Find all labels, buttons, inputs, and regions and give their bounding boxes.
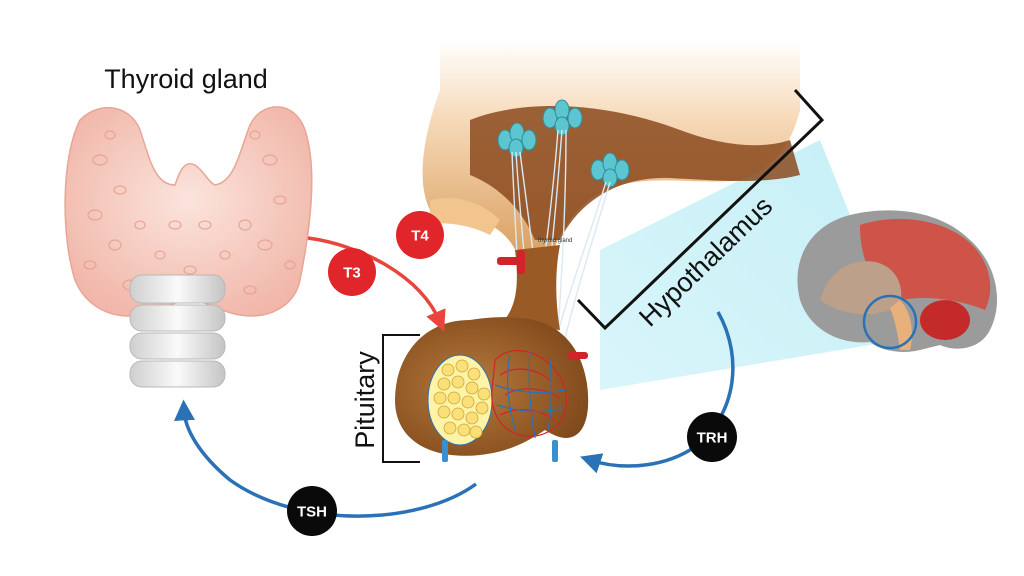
trachea bbox=[129, 274, 226, 388]
posterior-lobe bbox=[427, 354, 493, 446]
vessels bbox=[442, 250, 588, 462]
t4-label: T4 bbox=[411, 228, 429, 245]
trh-badge: TRH bbox=[687, 412, 737, 462]
pituitary-label: Pituitary bbox=[350, 351, 380, 449]
thyroid-gland-label: Thyroid gland bbox=[104, 64, 268, 94]
trh-label: TRH bbox=[697, 430, 728, 447]
t3-badge: T3 bbox=[328, 248, 376, 296]
thyroid-gland-illustration bbox=[64, 106, 313, 388]
t3-label: T3 bbox=[343, 265, 361, 282]
tsh-badge: TSH bbox=[287, 486, 337, 536]
tsh-arrow bbox=[174, 399, 478, 518]
t3-t4-arrow bbox=[307, 236, 446, 332]
tiny-gland-label: thyroid gland bbox=[538, 238, 572, 244]
capillary-network bbox=[491, 350, 567, 439]
brain-sagittal-illustration bbox=[797, 210, 998, 353]
hypothalamus-bracket bbox=[576, 88, 825, 331]
brain-highlight-circle bbox=[862, 294, 918, 350]
t4-badge: T4 bbox=[396, 211, 444, 259]
pituitary-bracket bbox=[382, 334, 420, 463]
pituitary-gland bbox=[395, 245, 589, 462]
tsh-label: TSH bbox=[297, 504, 327, 521]
